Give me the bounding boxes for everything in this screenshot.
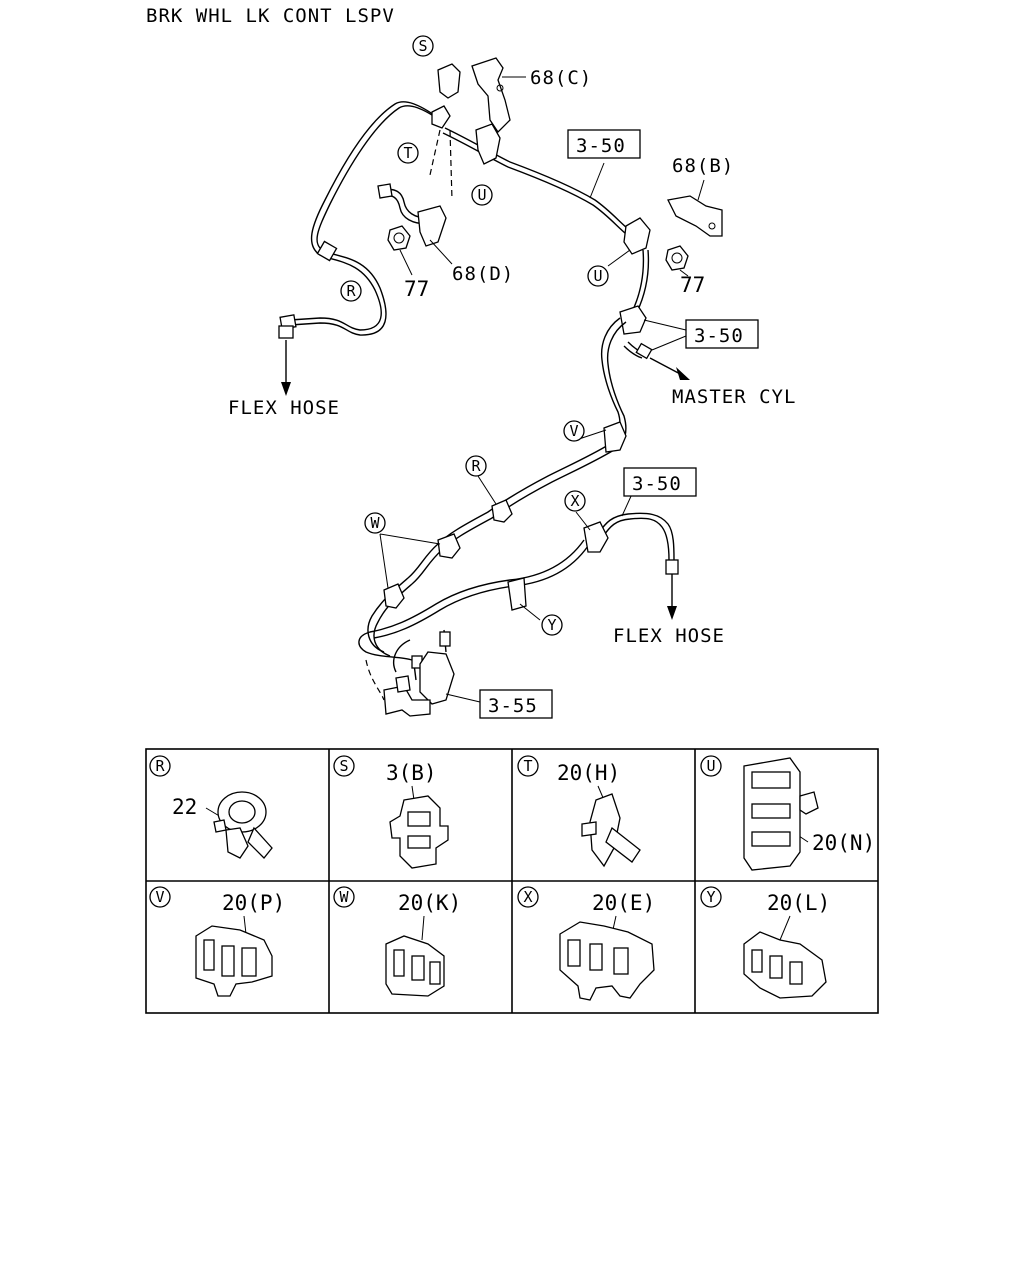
marker-x: X bbox=[564, 490, 586, 512]
upper-pipe-assembly bbox=[278, 57, 633, 396]
right-upper-assembly bbox=[607, 179, 723, 313]
svg-text:R: R bbox=[346, 282, 356, 300]
svg-text:V: V bbox=[569, 422, 578, 440]
svg-text:W: W bbox=[339, 888, 349, 906]
legend-cell-y: Y 20(L) bbox=[700, 886, 830, 999]
marker-w: W bbox=[364, 512, 386, 534]
marker-y: Y bbox=[541, 614, 563, 636]
marker-u-upper: U bbox=[471, 184, 493, 206]
svg-text:20(H): 20(H) bbox=[557, 761, 620, 785]
svg-text:W: W bbox=[370, 514, 380, 532]
legend-cell-w: W 20(K) bbox=[333, 886, 461, 997]
clip-v bbox=[603, 421, 627, 453]
legend-cell-t: T 20(H) bbox=[517, 755, 641, 868]
label-flex-hose-right: FLEX HOSE bbox=[613, 625, 725, 647]
callout-68d: 68(D) bbox=[452, 263, 514, 285]
label-flex-hose-left: FLEX HOSE bbox=[228, 397, 340, 419]
legend-cell-u: U 20(N) bbox=[700, 755, 875, 871]
svg-text:X: X bbox=[523, 888, 532, 906]
clip-w-lower bbox=[383, 583, 405, 609]
ref-box-mid[interactable]: 3-50 bbox=[685, 319, 759, 349]
legend-table bbox=[145, 748, 879, 1014]
lower-pipe-assembly bbox=[358, 305, 690, 717]
svg-text:S: S bbox=[339, 757, 348, 775]
diagram-title: BRK WHL LK CONT LSPV bbox=[146, 5, 395, 27]
clip-y bbox=[507, 577, 527, 611]
svg-text:3-55: 3-55 bbox=[488, 695, 538, 717]
marker-u-right: U bbox=[587, 265, 609, 287]
svg-text:20(K): 20(K) bbox=[398, 891, 461, 915]
callout-68c: 68(C) bbox=[530, 67, 592, 89]
legend-cell-r: R 22 bbox=[149, 755, 273, 859]
svg-text:X: X bbox=[570, 492, 579, 510]
ref-box-lower[interactable]: 3-50 bbox=[623, 467, 697, 497]
svg-text:20(E): 20(E) bbox=[592, 891, 655, 915]
marker-t: T bbox=[397, 142, 419, 164]
marker-r-lower: R bbox=[465, 455, 487, 477]
callout-68b: 68(B) bbox=[672, 155, 734, 177]
svg-text:U: U bbox=[477, 186, 486, 204]
svg-text:20(N): 20(N) bbox=[812, 831, 875, 855]
clip-r-lower bbox=[491, 499, 513, 523]
callout-77-right: 77 bbox=[680, 273, 705, 297]
svg-text:22: 22 bbox=[172, 795, 197, 819]
marker-s: S bbox=[412, 35, 434, 57]
svg-text:V: V bbox=[155, 888, 164, 906]
legend-cell-v: V 20(P) bbox=[149, 886, 285, 997]
marker-r-upper: R bbox=[340, 280, 362, 302]
svg-text:T: T bbox=[403, 144, 412, 162]
svg-text:3-50: 3-50 bbox=[632, 473, 682, 495]
svg-text:S: S bbox=[418, 37, 427, 55]
svg-text:3-50: 3-50 bbox=[576, 135, 626, 157]
svg-text:3(B): 3(B) bbox=[386, 761, 437, 785]
svg-text:T: T bbox=[523, 757, 532, 775]
legend-cell-x: X 20(E) bbox=[517, 886, 655, 1001]
svg-text:20(L): 20(L) bbox=[767, 891, 830, 915]
svg-text:Y: Y bbox=[706, 888, 715, 906]
svg-text:20(P): 20(P) bbox=[222, 891, 285, 915]
ref-box-bottom[interactable]: 3-55 bbox=[479, 689, 553, 719]
svg-text:R: R bbox=[471, 457, 481, 475]
svg-text:3-50: 3-50 bbox=[694, 325, 744, 347]
svg-text:U: U bbox=[706, 757, 715, 775]
ref-box-top[interactable]: 3-50 bbox=[567, 129, 641, 159]
label-master-cyl: MASTER CYL bbox=[672, 386, 796, 408]
svg-text:R: R bbox=[155, 757, 165, 775]
callout-77-left: 77 bbox=[404, 277, 429, 301]
legend-cell-s: S 3(B) bbox=[333, 755, 449, 869]
svg-text:U: U bbox=[593, 267, 602, 285]
svg-text:Y: Y bbox=[547, 616, 556, 634]
clip-w-upper bbox=[437, 533, 461, 559]
marker-v: V bbox=[563, 420, 585, 442]
